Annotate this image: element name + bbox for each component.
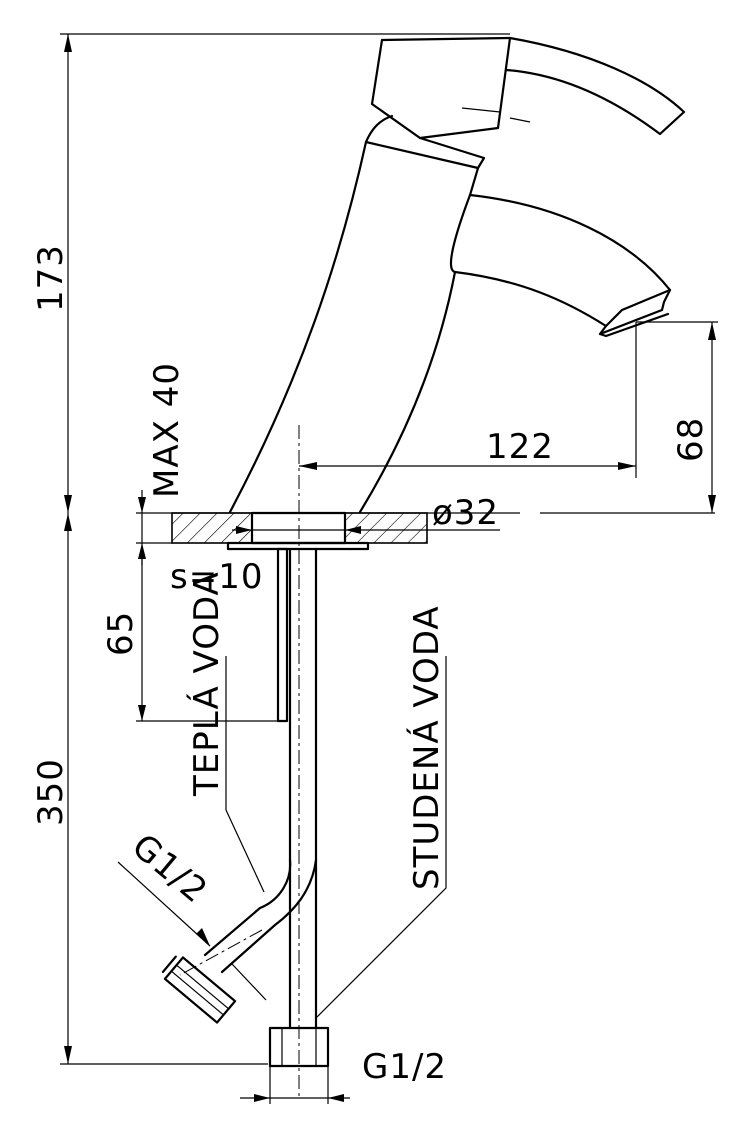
dim-122: 122 — [486, 427, 554, 467]
dim-thread-right: G1/2 — [362, 1047, 447, 1087]
deck-section — [136, 511, 715, 551]
lever-collar — [364, 114, 486, 170]
dim-washer-s10: s=10 — [170, 557, 263, 597]
dim-thread-left: G1/2 — [124, 826, 215, 911]
lever-tail — [504, 36, 686, 136]
supply-hoses — [161, 425, 330, 1098]
dim-350: 350 — [31, 758, 71, 826]
hot-fitting — [161, 955, 237, 1024]
spout-aerator — [598, 288, 672, 336]
cold-fitting — [268, 1026, 330, 1068]
washer — [226, 541, 370, 551]
lever-handle — [370, 36, 512, 140]
hot-tube — [276, 547, 289, 723]
label-hot-water: TEPLÁ VODA — [186, 571, 227, 797]
label-cold-water: STUDENÁ VODA — [406, 605, 447, 890]
dim-65: 65 — [101, 611, 141, 656]
dim-max-40: MAX 40 — [147, 362, 187, 498]
dim-173: 173 — [31, 244, 71, 312]
dimension-lines — [60, 33, 718, 1104]
cold-hose — [288, 547, 318, 1030]
dim-diameter-32: ø32 — [432, 493, 499, 533]
main-body — [228, 140, 368, 514]
dim-68: 68 — [671, 417, 711, 462]
faucet-body — [228, 36, 686, 514]
dimension-labels: 173 350 MAX 40 65 122 68 ø32 s=10 G1/2 G… — [31, 244, 711, 1087]
hot-hose — [203, 858, 292, 957]
spout — [468, 193, 672, 292]
